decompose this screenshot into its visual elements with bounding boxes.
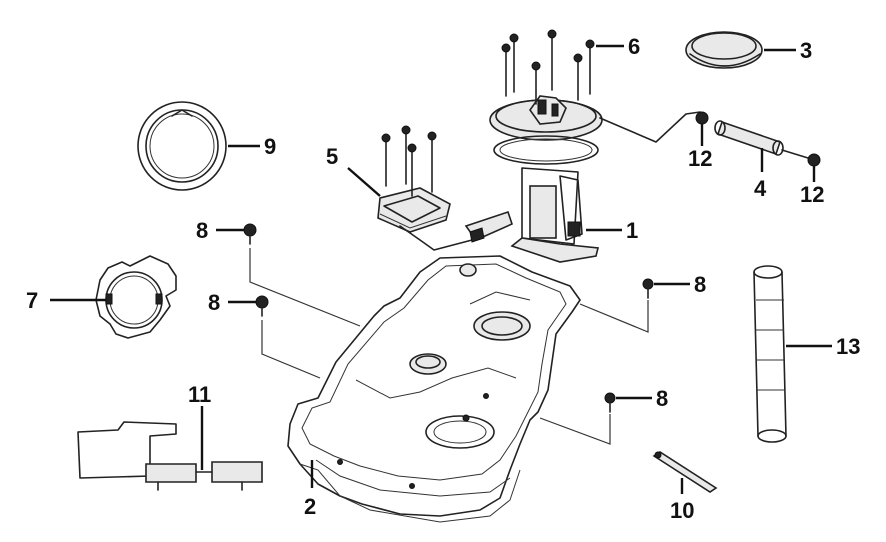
callout-1: 1 bbox=[626, 218, 638, 243]
callout-6: 6 bbox=[628, 34, 640, 59]
part-12-clamp-lower bbox=[807, 153, 821, 167]
part-9-gasket-ring bbox=[137, 101, 227, 191]
part-3-cap bbox=[685, 31, 763, 69]
part-11-vent-valve bbox=[77, 421, 263, 491]
part-5-screws bbox=[381, 125, 437, 197]
part-4-fuel-hose bbox=[714, 120, 809, 159]
callout-3: 3 bbox=[800, 38, 812, 63]
part-8-bolt-a bbox=[243, 223, 257, 245]
part-8-bolt-b bbox=[255, 295, 269, 317]
callout-8-b: 8 bbox=[208, 290, 220, 315]
callout-12-b: 12 bbox=[800, 182, 824, 207]
part-13-filler-tube bbox=[753, 265, 787, 443]
callout-2: 2 bbox=[304, 494, 316, 519]
callout-13: 13 bbox=[836, 334, 860, 359]
callout-leader-lines bbox=[50, 44, 832, 494]
part-8-bolt-c bbox=[642, 278, 654, 299]
callout-8-d: 8 bbox=[656, 386, 668, 411]
callout-10: 10 bbox=[670, 498, 694, 523]
part-1-fuel-pump-module bbox=[489, 95, 701, 263]
part-12-clamp-upper bbox=[695, 111, 709, 125]
part-7-lock-ring bbox=[95, 255, 177, 339]
part-10-strap bbox=[652, 451, 718, 493]
callout-12-a: 12 bbox=[688, 146, 712, 171]
callout-5: 5 bbox=[326, 144, 338, 169]
part-6-screws bbox=[501, 29, 595, 105]
callout-labels: 1 2 3 4 5 6 7 8 8 8 8 9 10 11 12 12 13 bbox=[26, 34, 860, 523]
part-2-fuel-tank bbox=[287, 255, 581, 523]
callout-8-a: 8 bbox=[196, 218, 208, 243]
part-8-bolt-d bbox=[604, 392, 616, 413]
part-5-sender-unit bbox=[377, 125, 513, 251]
callout-8-c: 8 bbox=[694, 272, 706, 297]
callout-9: 9 bbox=[264, 134, 276, 159]
assembly-guide-lines bbox=[249, 248, 649, 445]
callout-11: 11 bbox=[188, 382, 211, 407]
callout-7: 7 bbox=[26, 288, 38, 313]
callout-4: 4 bbox=[754, 176, 767, 201]
